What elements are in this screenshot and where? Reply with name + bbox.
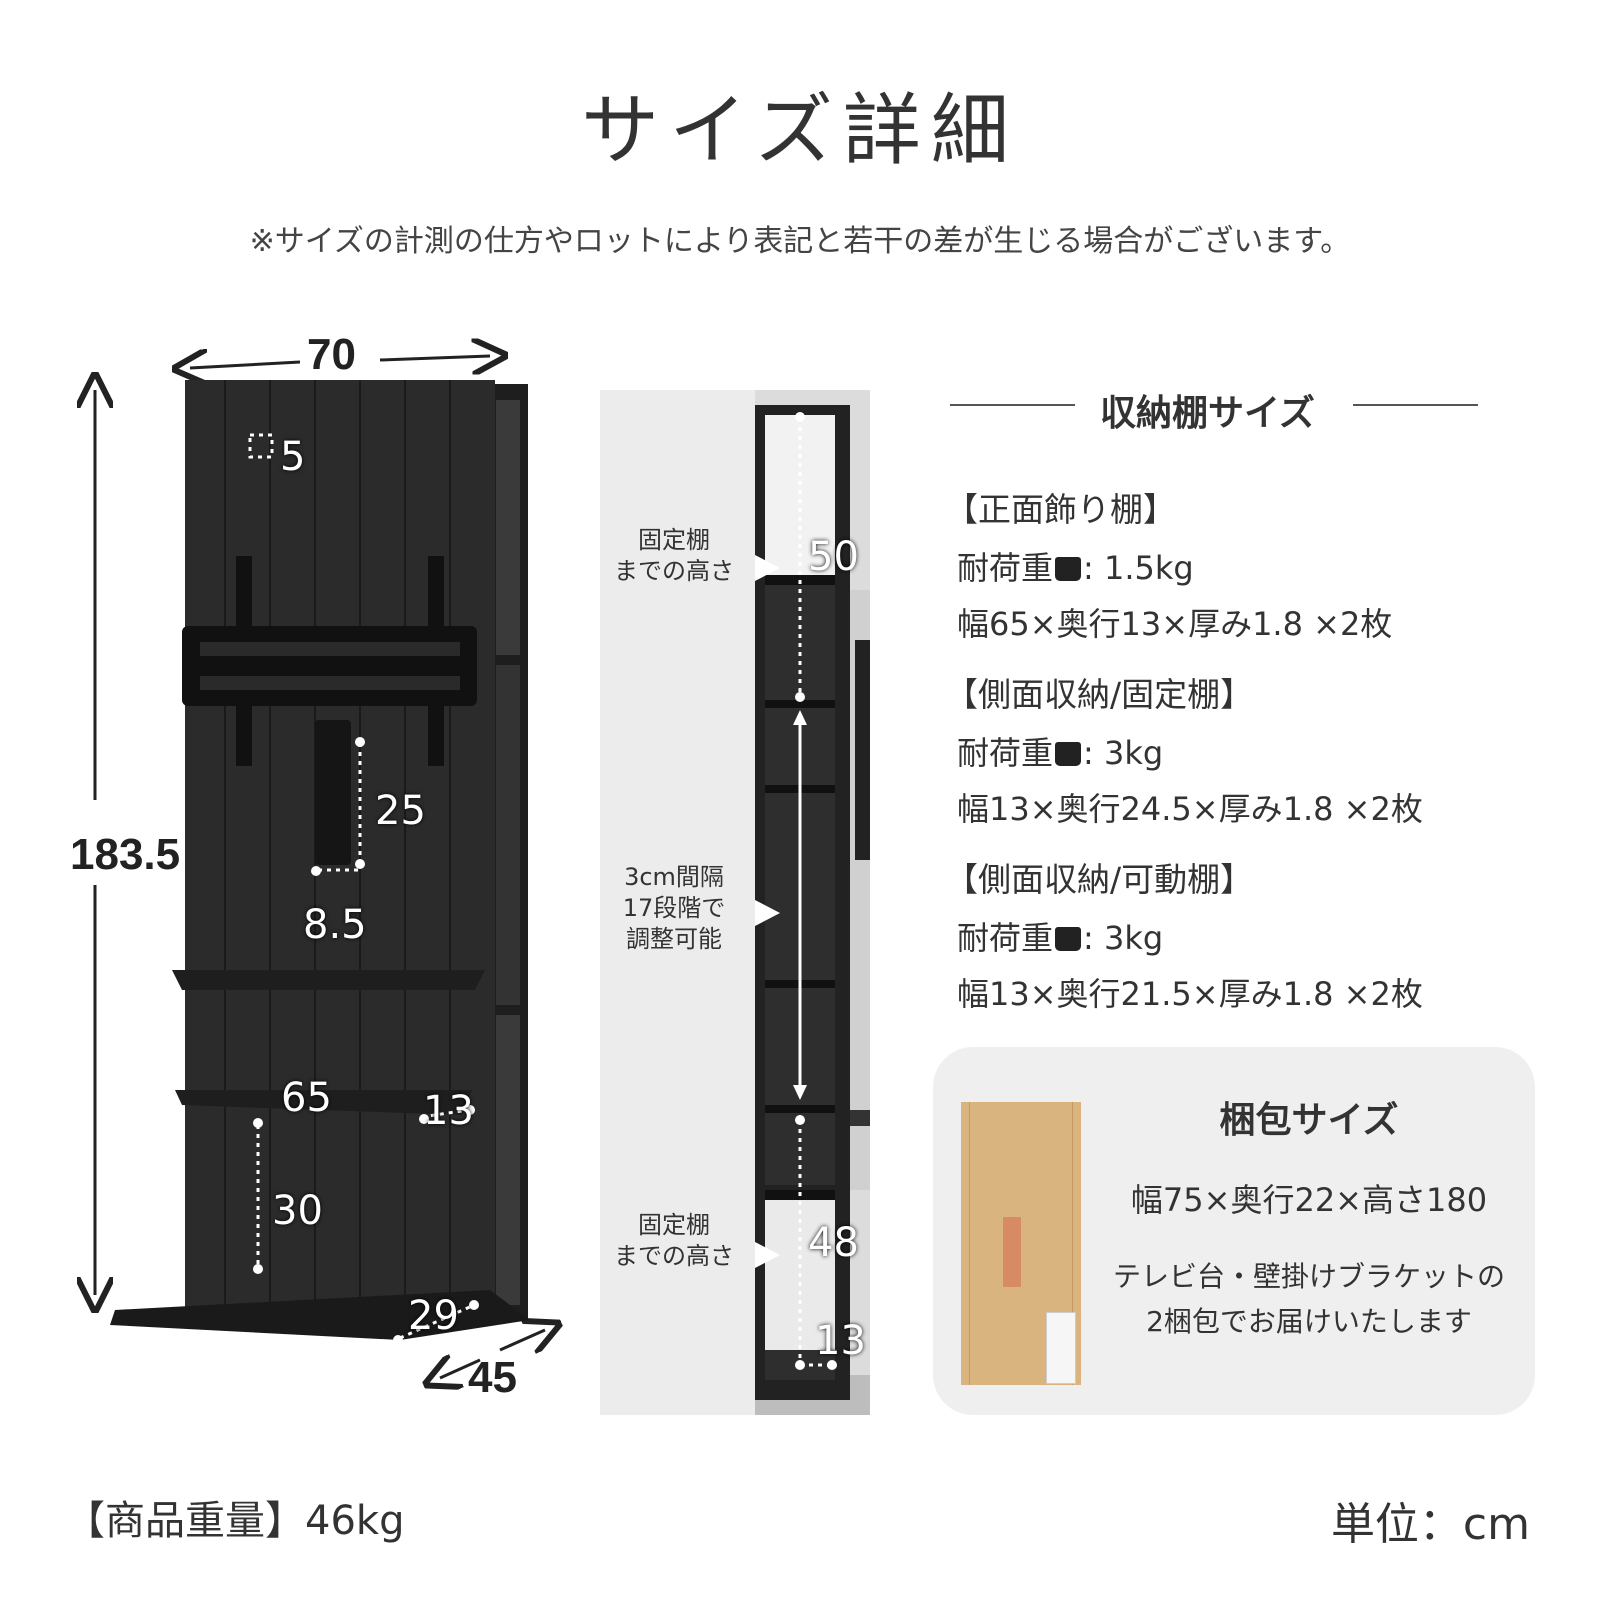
caption-line: 固定棚	[638, 1211, 710, 1239]
bottom-shelf-height: 48	[808, 1220, 859, 1266]
caption-bottom-height: 固定棚 までの高さ	[599, 1210, 749, 1272]
spec-group-side-movable: 【側面収納/可動棚】 耐荷重 : 3kg 幅13×奥行21.5×厚み1.8 ×2枚	[945, 853, 1423, 1015]
top-shelf-height: 50	[808, 534, 859, 580]
load-value: : 1.5kg	[1083, 549, 1194, 587]
package-size: 幅75×奥行22×高さ180	[1130, 1181, 1488, 1219]
caption-top-height: 固定棚 までの高さ	[599, 525, 749, 587]
load-value: : 3kg	[1083, 734, 1164, 772]
unit-label: 単位：cm	[1330, 1499, 1530, 1550]
caption-line: までの高さ	[614, 557, 734, 585]
side-view-drawing	[755, 390, 870, 1415]
spec-load: 耐荷重 : 1.5kg	[957, 543, 1392, 589]
depth-dimension: 45	[468, 1353, 517, 1402]
spec-load: 耐荷重 : 3kg	[957, 728, 1423, 774]
height-dimension: 183.5	[70, 830, 181, 879]
heading-rule-left	[950, 404, 1075, 406]
weight-icon	[1055, 742, 1082, 766]
side-shelf-width: 13	[815, 1318, 866, 1364]
storage-shelf-heading: 収納棚サイズ	[1100, 393, 1315, 434]
load-value: : 3kg	[1083, 919, 1164, 957]
base-depth: 29	[408, 1293, 459, 1339]
cable-hole-width: 8.5	[303, 902, 367, 948]
heading-rule-right	[1353, 404, 1478, 406]
package-heading: 梱包サイズ	[1219, 1100, 1399, 1141]
product-weight: 【商品重量】46kg	[65, 1488, 404, 1546]
caption-line: までの高さ	[614, 1242, 734, 1270]
weight-icon	[1055, 927, 1082, 951]
cable-hole-height: 25	[375, 788, 426, 834]
load-label: 耐荷重	[957, 734, 1054, 772]
weight-value: 46kg	[305, 1498, 405, 1544]
spec-title: 【正面飾り棚】	[945, 490, 1176, 529]
package-box-image	[961, 1102, 1081, 1385]
page-title: サイズ詳細	[581, 86, 1019, 176]
shelf-depth: 13	[423, 1088, 474, 1134]
load-label: 耐荷重	[957, 919, 1054, 957]
caption-line: 17段階で	[622, 894, 726, 922]
shelf-width: 65	[281, 1075, 332, 1121]
spec-size: 幅13×奥行24.5×厚み1.8 ×2枚	[957, 790, 1423, 828]
spec-group-front: 【正面飾り棚】 耐荷重 : 1.5kg 幅65×奥行13×厚み1.8 ×2枚	[945, 483, 1392, 645]
side-view-photo	[600, 390, 870, 1415]
caption-adjustable: 3cm間隔 17段階で 調整可能	[599, 862, 749, 955]
disclaimer-note: ※サイズの計測の仕方やロットにより表記と若干の差が生じる場合がございます。	[249, 224, 1351, 259]
caption-line: 調整可能	[626, 925, 722, 953]
caption-line: 3cm間隔	[624, 863, 724, 891]
width-dimension: 70	[307, 330, 356, 379]
spec-group-side-fixed: 【側面収納/固定棚】 耐荷重 : 3kg 幅13×奥行24.5×厚み1.8 ×2枚	[945, 668, 1423, 830]
package-note-line2: 2梱包でお届けいたします	[1146, 1305, 1472, 1338]
weight-label: 【商品重量】	[65, 1498, 305, 1544]
front-view-illustration	[60, 330, 580, 1410]
spec-size: 幅13×奥行21.5×厚み1.8 ×2枚	[957, 975, 1423, 1013]
spec-title: 【側面収納/可動棚】	[945, 860, 1254, 899]
spec-size: 幅65×奥行13×厚み1.8 ×2枚	[957, 605, 1393, 643]
hole-dimension: 5	[280, 434, 306, 480]
shelf-gap: 30	[272, 1188, 323, 1234]
weight-icon	[1055, 557, 1082, 581]
spec-load: 耐荷重 : 3kg	[957, 913, 1423, 959]
package-note-line1: テレビ台・壁掛けブラケットの	[1112, 1260, 1505, 1293]
load-label: 耐荷重	[957, 549, 1054, 587]
package-panel: 梱包サイズ 幅75×奥行22×高さ180 テレビ台・壁掛けブラケットの 2梱包で…	[933, 1047, 1535, 1415]
spec-title: 【側面収納/固定棚】	[945, 675, 1254, 714]
caption-line: 固定棚	[638, 526, 710, 554]
